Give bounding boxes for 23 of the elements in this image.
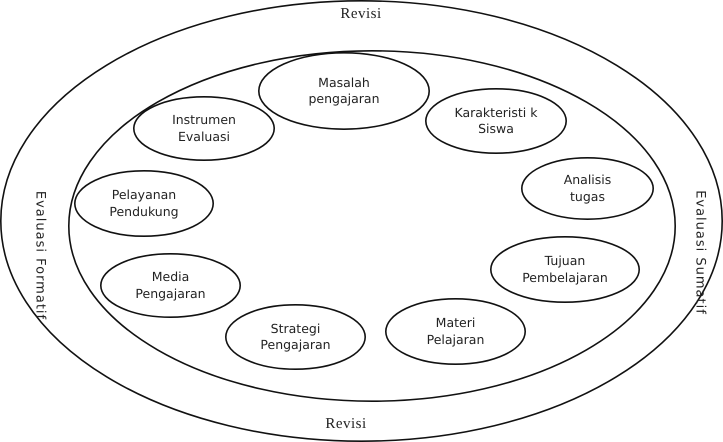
topic-ellipse — [490, 236, 640, 303]
topic-ellipse — [425, 88, 567, 154]
topic-label: Media Pengajaran — [134, 269, 207, 302]
topic-label: Masalah pengajaran — [308, 74, 380, 108]
topic-label: Analisis tugas — [562, 172, 612, 205]
topic-ellipse — [133, 96, 275, 161]
ring-label: Revisi — [340, 6, 382, 23]
topic-label: Materi Pelajaran — [426, 315, 486, 348]
ring-label: Revisi — [325, 416, 367, 433]
topic-ellipse — [100, 253, 241, 318]
topic-label: Tujuan Pembelajaran — [521, 253, 609, 286]
topic-ellipse — [258, 52, 430, 130]
topic-ellipse — [74, 170, 214, 237]
topic-label: Karakteristi k Siswa — [454, 104, 538, 138]
topic-ellipse — [225, 304, 366, 370]
ring-label: Evaluasi Sumatif — [692, 190, 708, 315]
ring-label: Evaluasi Formatif — [32, 190, 48, 320]
topic-label: Strategi Pengajaran — [259, 320, 332, 354]
topic-ellipse — [521, 157, 654, 220]
topic-ellipse — [385, 298, 526, 365]
ellipse-shape — [68, 50, 676, 402]
topic-label: Instrumen Evaluasi — [171, 112, 237, 145]
topic-label: Pelayanan Pendukung — [108, 187, 180, 220]
